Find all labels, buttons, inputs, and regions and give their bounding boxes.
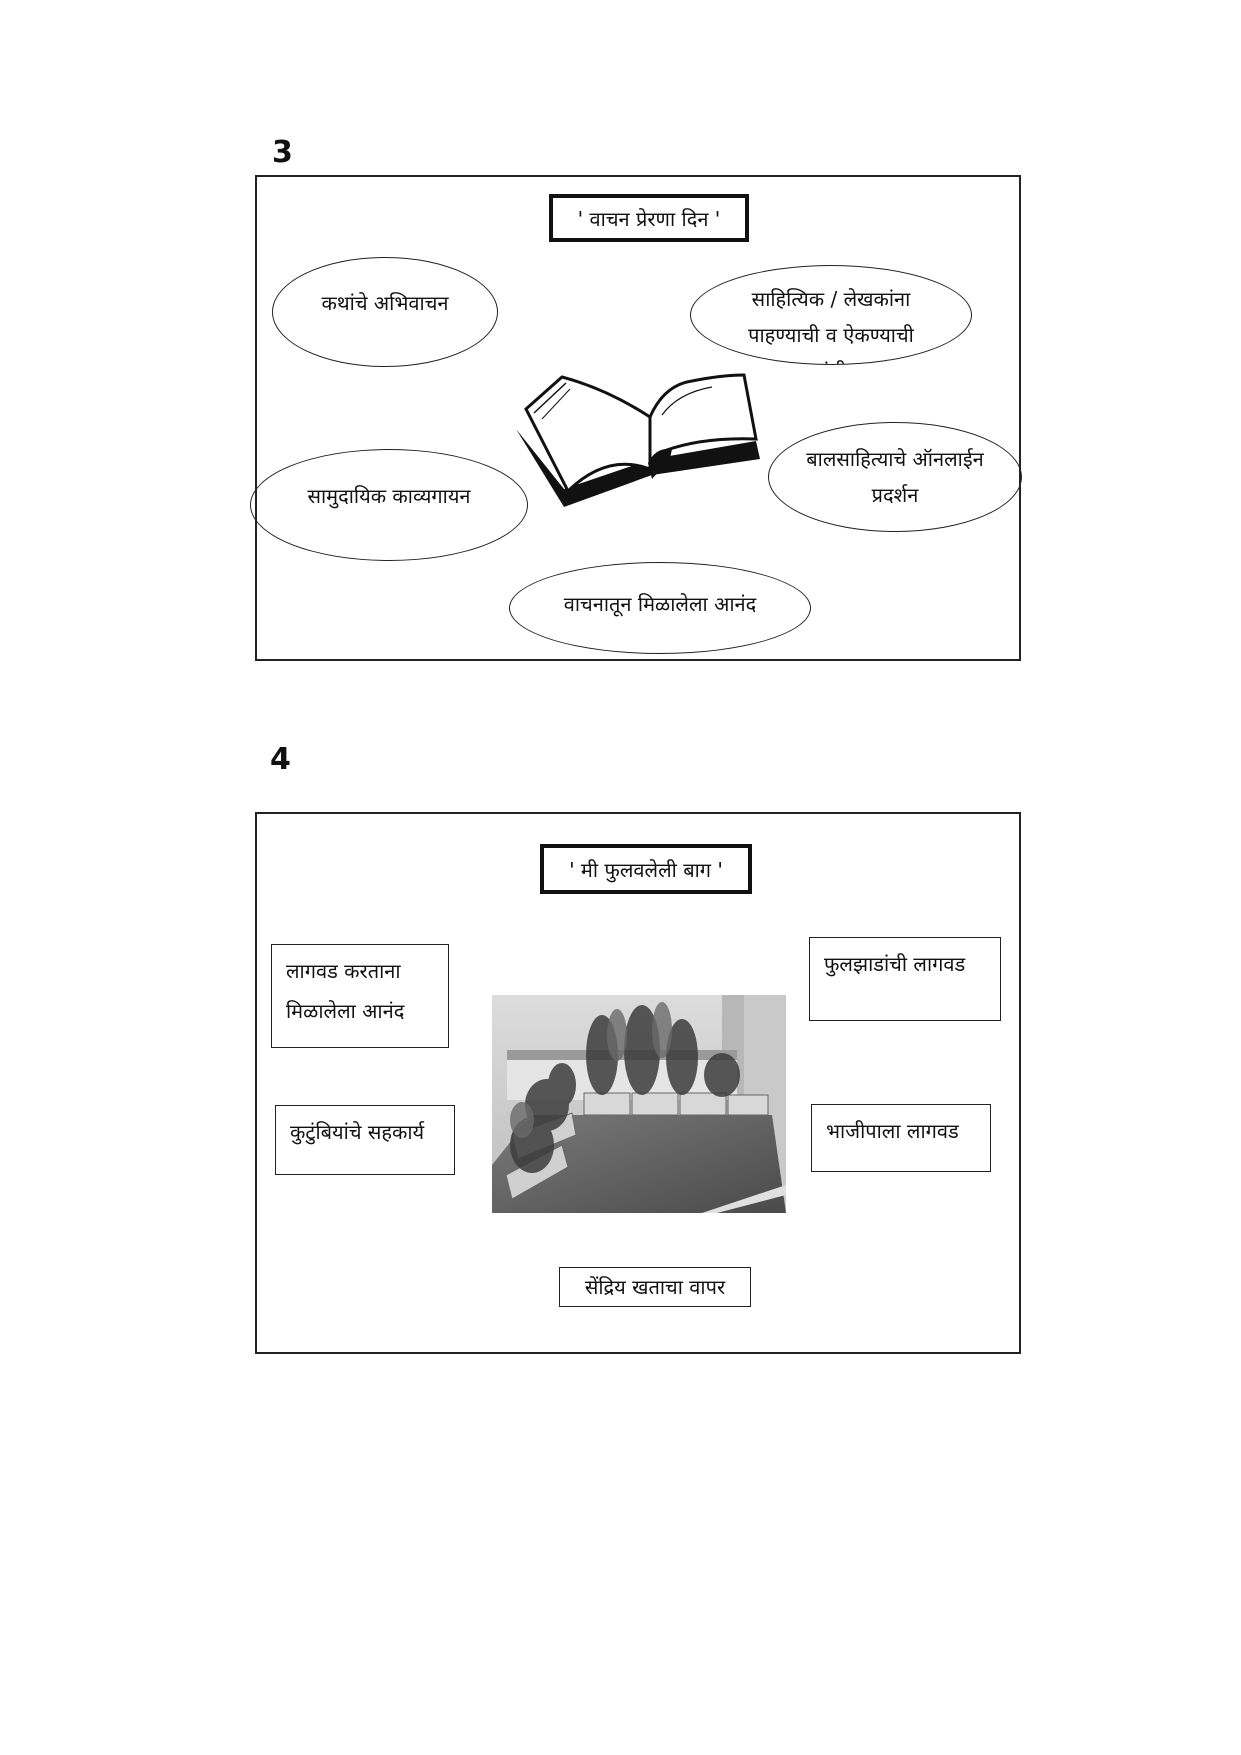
oval-joy: वाचनातून मिळालेला आनंद (509, 562, 811, 654)
oval-exhibition: बालसाहित्याचे ऑनलाईन प्रदर्शन (768, 422, 1022, 532)
oval-poetry-label: सामुदायिक काव्यगायन (307, 484, 471, 508)
oval-stories-label: कथांचे अभिवाचन (321, 291, 449, 315)
garden-diagram: ' मी फुलवलेली बाग ' लागवड करताना मिळालेल… (255, 812, 1021, 1354)
reading-day-title: ' वाचन प्रेरणा दिन ' (549, 194, 749, 242)
box-organic: सेंद्रिय खताचा वापर (559, 1267, 751, 1307)
open-book-icon (516, 373, 760, 507)
reading-day-diagram: ' वाचन प्रेरणा दिन ' कथांचे अभिवाचन साहि… (250, 175, 1022, 661)
oval-stories: कथांचे अभिवाचन (272, 257, 498, 367)
section-number-4: 4 (270, 742, 291, 777)
box-vegetables: भाजीपाला लागवड (811, 1104, 991, 1172)
oval-writers-label: साहित्यिक / लेखकांना पाहण्याची व ऐकण्याच… (748, 287, 914, 364)
box-joy-planting: लागवड करताना मिळालेला आनंद (271, 944, 449, 1048)
garden-photo (492, 995, 786, 1213)
box-flowers: फुलझाडांची लागवड (809, 937, 1001, 1021)
garden-title: ' मी फुलवलेली बाग ' (540, 844, 752, 894)
box-family: कुटुंबियांचे सहकार्य (275, 1105, 455, 1175)
oval-joy-label: वाचनातून मिळालेला आनंद (563, 592, 757, 616)
oval-writers: साहित्यिक / लेखकांना पाहण्याची व ऐकण्याच… (690, 265, 972, 365)
oval-exhibition-label: बालसाहित्याचे ऑनलाईन प्रदर्शन (806, 447, 984, 507)
oval-poetry: सामुदायिक काव्यगायन (250, 449, 528, 561)
section-number-3: 3 (272, 135, 293, 170)
